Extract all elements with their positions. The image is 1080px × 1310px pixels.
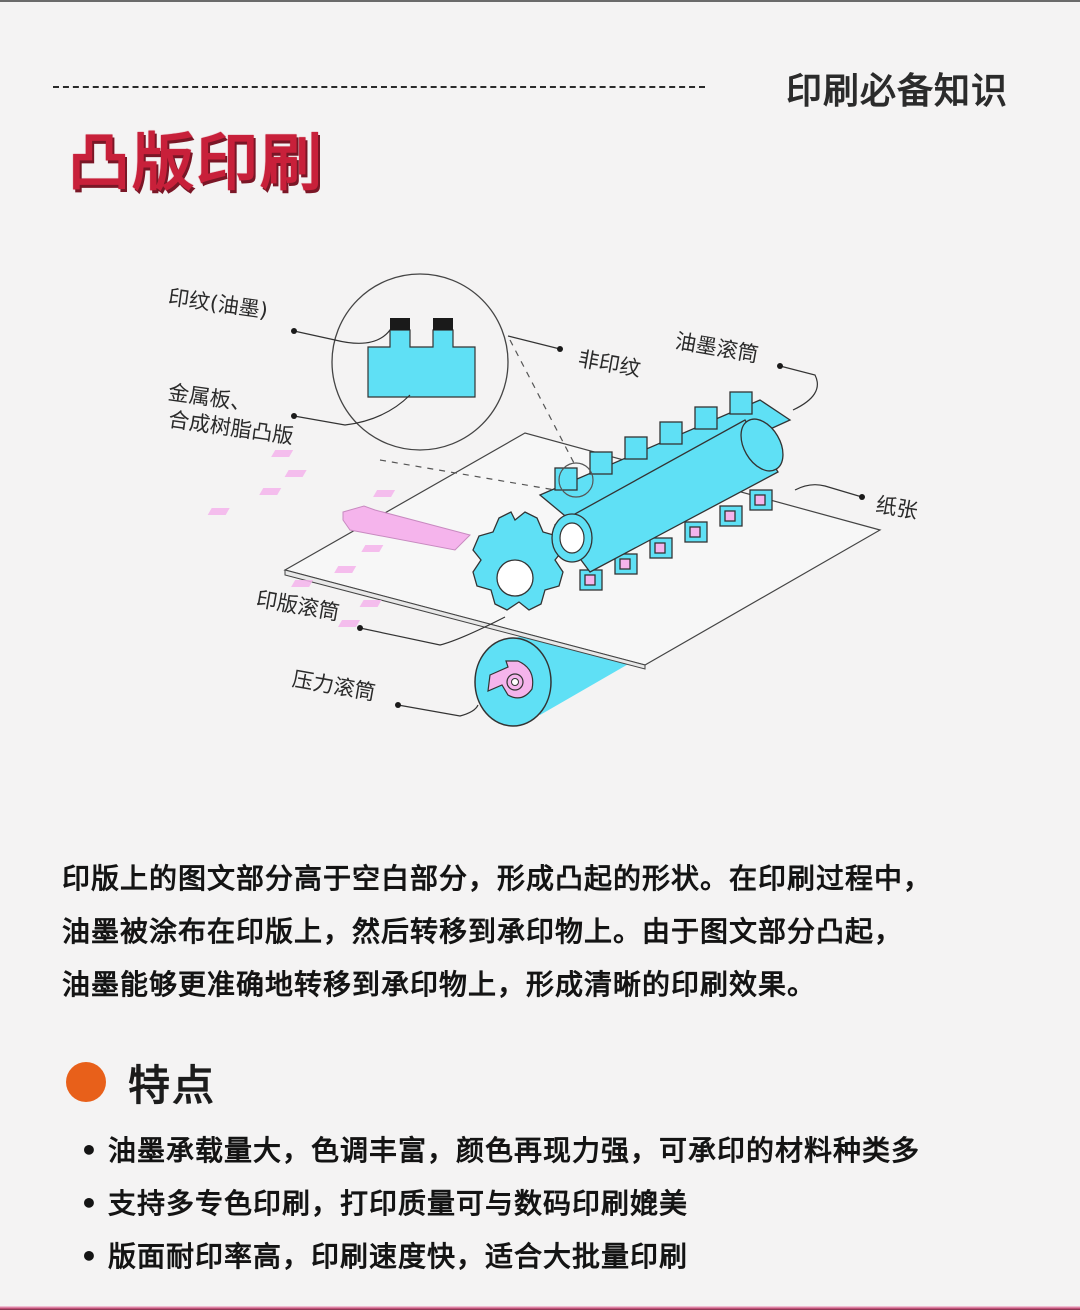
bullet-icon: •	[80, 1240, 99, 1273]
paper-direction-arrow	[342, 505, 471, 551]
feature-item: • 油墨承载量大，色调丰富，颜色再现力强，可承印的材料种类多	[80, 1124, 920, 1177]
feature-text: 支持多专色印刷，打印质量可与数码印刷媲美	[108, 1187, 689, 1220]
description-line: 油墨被涂布在印版上，然后转移到承印物上。由于图文部分凸起，	[62, 915, 904, 948]
feature-item: • 支持多专色印刷，打印质量可与数码印刷媲美	[80, 1177, 920, 1230]
feature-text: 版面耐印率高，印刷速度快，适合大批量印刷	[108, 1240, 689, 1273]
description-paragraph: 印版上的图文部分高于空白部分，形成凸起的形状。在印刷过程中， 油墨被涂布在印版上…	[62, 852, 1022, 1011]
letterpress-diagram: 印纹(油墨) 金属板、 合成树脂凸版 非印纹 油墨滚筒 纸张 印版滚筒 压力滚筒	[0, 260, 1080, 750]
page-title: 凸版印刷	[68, 126, 325, 199]
header-dashed-divider	[53, 86, 705, 88]
series-tag: 印刷必备知识	[786, 71, 1009, 112]
orange-dot-icon	[66, 1062, 106, 1102]
ink-roller-shape	[551, 418, 784, 573]
description-line: 油墨能够更准确地转移到承印物上，形成清晰的印刷效果。	[62, 968, 817, 1001]
feature-text: 油墨承载量大，色调丰富，颜色再现力强，可承印的材料种类多	[108, 1134, 921, 1167]
top-border	[0, 0, 1080, 2]
feature-item: • 版面耐印率高，印刷速度快，适合大批量印刷	[80, 1230, 920, 1283]
features-title: 特点	[128, 1060, 217, 1110]
features-heading: 特点	[66, 1052, 216, 1112]
bottom-border	[0, 1306, 1080, 1310]
magnified-detail	[331, 273, 509, 451]
bullet-icon: •	[80, 1187, 99, 1220]
bullet-icon: •	[80, 1134, 99, 1167]
features-list: • 油墨承载量大，色调丰富，颜色再现力强，可承印的材料种类多 • 支持多专色印刷，打…	[80, 1124, 920, 1283]
description-line: 印版上的图文部分高于空白部分，形成凸起的形状。在印刷过程中，	[62, 862, 933, 895]
diagram-illustration	[207, 273, 882, 727]
